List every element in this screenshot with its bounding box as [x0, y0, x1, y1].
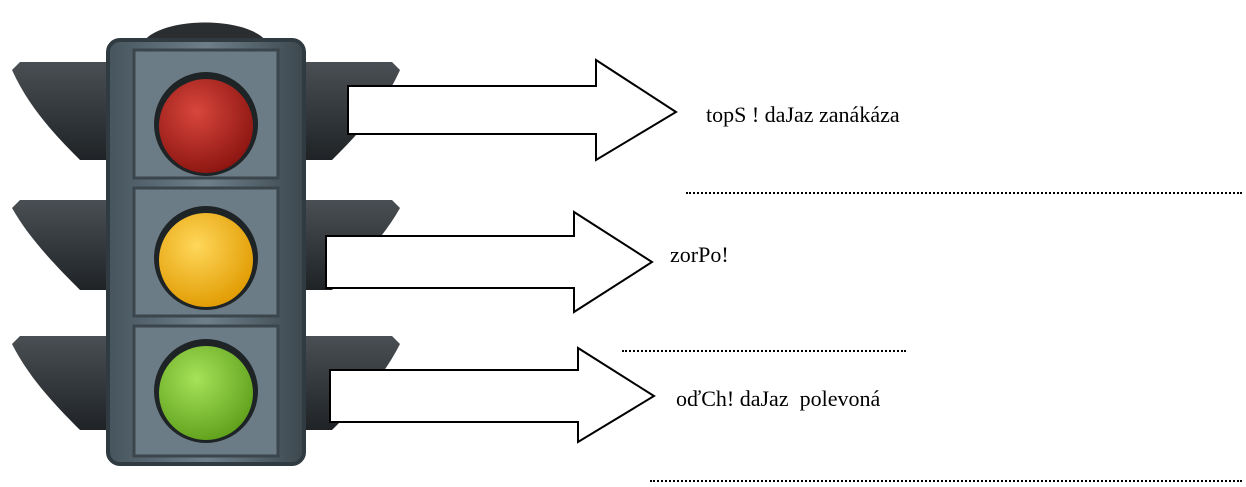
red-light-caption: topS ! daJaz zanákáza: [706, 102, 900, 127]
yellow-light-caption: zorPo!: [670, 242, 729, 267]
green-light-lens: [159, 346, 253, 440]
answer-line-yellow: [622, 342, 906, 352]
red-light-lens: [159, 79, 253, 173]
arrow-red: [347, 58, 678, 162]
arrow-yellow: [325, 210, 654, 314]
green-light-caption: oďCh! daJaz polevoná: [676, 386, 881, 411]
yellow-light-lens: [159, 213, 253, 307]
answer-line-green: [650, 472, 1242, 482]
answer-line-red: [686, 184, 1242, 194]
arrow-green: [329, 346, 656, 444]
